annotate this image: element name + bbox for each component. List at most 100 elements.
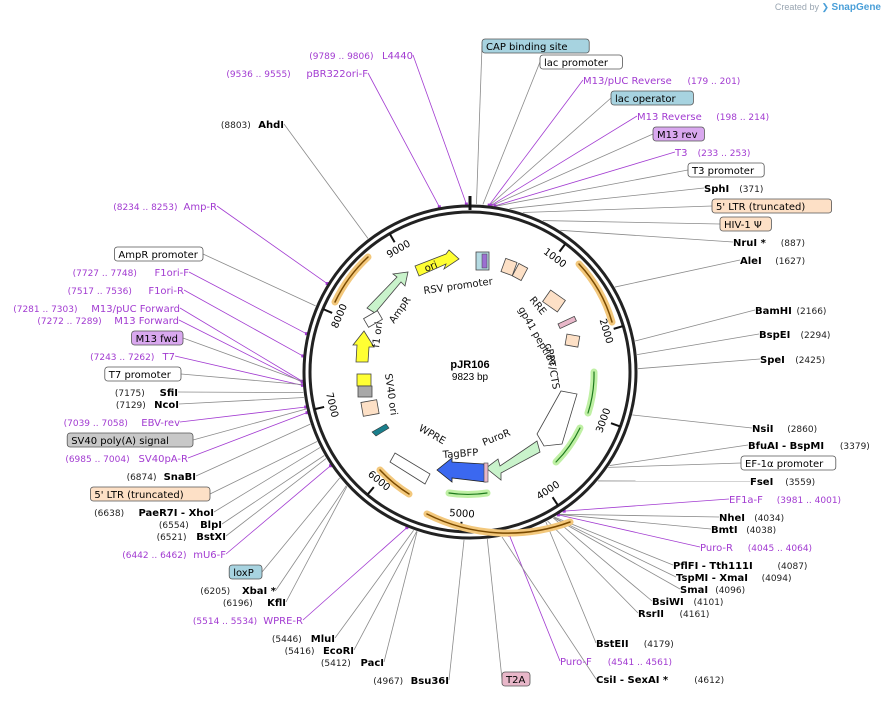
label-snabi-left[interactable]: SnaBI(6874)	[127, 472, 196, 483]
inner-label-cppt: cPPT/CTS	[542, 343, 561, 391]
feature-rre	[542, 289, 566, 313]
label-ncoi-left[interactable]: NcoI(7129)	[116, 400, 179, 411]
coord-amp-r-left: (8234 .. 8253)	[113, 203, 177, 213]
label-lac-promoter-right[interactable]: lac promoter	[539, 54, 623, 70]
name-sphi-right: SphI	[704, 184, 729, 195]
label-5-ltr-truncated-left[interactable]: 5' LTR (truncated)	[90, 486, 211, 502]
tick-label-1000: 1000	[541, 246, 568, 270]
label-spei-right[interactable]: SpeI(2425)	[760, 355, 825, 366]
label-paer7i-xhoi-left[interactable]: PaeR7I - XhoI (6638)	[94, 508, 214, 519]
label-bsu36i-left[interactable]: Bsu36I (4967)	[373, 676, 449, 687]
label-nsii-right[interactable]: NsiI(2860)	[752, 424, 817, 435]
name-m13-puc-forward-left: M13/pUC Forward	[91, 304, 180, 315]
label-pbr322ori-f-left[interactable]: pBR322ori-F(9536 .. 9555)	[226, 69, 368, 80]
label-t3-right[interactable]: T3(233 .. 253)	[674, 148, 750, 159]
label-m13-puc-forward-left[interactable]: M13/pUC Forward(7281 .. 7303)	[13, 304, 180, 315]
feature-ef1a-promoter	[536, 390, 578, 447]
leader-t2a-right	[486, 539, 503, 680]
label-m13-reverse-right[interactable]: M13 Reverse(198 .. 214)	[637, 112, 769, 123]
leader-paci-left	[383, 531, 418, 663]
label-mlui-left[interactable]: MluI(5446)	[272, 634, 335, 645]
label-ef-1-promoter-right[interactable]: EF-1α promoter	[740, 455, 837, 471]
label-kfli-left[interactable]: KflI(6196)	[223, 598, 286, 609]
label-l4440-left[interactable]: L4440(9789 .. 9806)	[309, 51, 413, 62]
leader-ahdi-left	[283, 123, 369, 239]
label-tspmi-xmai-right[interactable]: TspMI - XmaI(4094)	[676, 573, 792, 584]
coord-blpi-left: (6554)	[159, 521, 189, 531]
label-sphi-right[interactable]: SphI(371)	[704, 184, 763, 195]
label-bsteii-right[interactable]: BstEII(4179)	[596, 639, 674, 650]
label-t3-promoter-right[interactable]: T3 promoter	[687, 162, 765, 178]
label-alei-right[interactable]: AleI(1627)	[740, 256, 805, 267]
label-csii-sexai-right[interactable]: CsiI - SexAI *(4612)	[596, 675, 724, 686]
label-5-ltr-truncated-right[interactable]: 5' LTR (truncated)	[711, 198, 832, 214]
label-blpi-left[interactable]: BlpI(6554)	[159, 520, 222, 531]
name-nhei-right: NheI	[719, 513, 745, 524]
leader-tspmi-xmai-right	[553, 517, 677, 578]
label-pflfi-tth111i-right[interactable]: PflFI - Tth111I(4087)	[673, 561, 807, 572]
label-ahdi-left[interactable]: AhdI(8803)	[221, 120, 284, 131]
label-m13-fwd-left[interactable]: M13 fwd	[131, 330, 184, 346]
label-ef1a-f-right[interactable]: EF1a-F(3981 .. 4001)	[729, 495, 841, 506]
name-bsiwi-right: BsiWI	[652, 597, 684, 608]
label-bmti-right[interactable]: BmtI(4038)	[711, 525, 776, 536]
name-bsu36i-left: Bsu36I	[411, 676, 449, 687]
coord-sfii-left: (7175)	[115, 389, 145, 399]
label-m13-puc-reverse-right[interactable]: M13/pUC Reverse(179 .. 201)	[583, 76, 740, 87]
label-bspei-right[interactable]: BspEI(2294)	[759, 330, 830, 341]
label-lac-operator-right[interactable]: lac operator	[610, 90, 694, 106]
label-f1ori-r-left[interactable]: F1ori-R(7517 .. 7536)	[68, 286, 184, 297]
label-bsiwi-right[interactable]: BsiWI(4101)	[652, 597, 723, 608]
label-fsei-right[interactable]: FseI(3559)	[750, 477, 815, 488]
label-paci-left[interactable]: PacI(5412)	[321, 658, 384, 669]
label-amp-r-left[interactable]: Amp-R(8234 .. 8253)	[113, 202, 217, 213]
label-puro-f-right[interactable]: Puro-F(4541 .. 4561)	[560, 657, 672, 668]
label-t7-left[interactable]: T7(7243 .. 7262)	[90, 352, 175, 363]
label-sv40pa-r-left[interactable]: SV40pA-R(6985 .. 7004)	[65, 454, 188, 465]
label-mu6-f-left[interactable]: mU6-F(6442 .. 6462)	[122, 550, 226, 561]
coord-spei-right: (2425)	[795, 356, 825, 366]
label-t2a-right[interactable]: T2A	[501, 671, 531, 687]
label-f1ori-f-left[interactable]: F1ori-F(7727 .. 7748)	[73, 268, 190, 279]
label-bamhi-right[interactable]: BamHI(2166)	[755, 306, 826, 317]
name-paer7i-xhoi-left: PaeR7I - XhoI	[138, 508, 214, 519]
name-ebv-rev-left: EBV-rev	[141, 418, 180, 429]
snapgene-logo-icon: ❯	[821, 2, 830, 12]
label-ebv-rev-left[interactable]: EBV-rev(7039 .. 7058)	[64, 418, 180, 429]
label-sv40-poly-a-signal-left[interactable]: SV40 poly(A) signal	[66, 432, 194, 448]
label-hiv-1-right[interactable]: HIV-1 Ψ	[719, 216, 772, 232]
name-f1ori-r-left: F1ori-R	[148, 286, 184, 297]
label-wpre-r-left[interactable]: WPRE-R(5514 .. 5534)	[193, 616, 303, 627]
leader-pbr322ori-f-left	[367, 72, 440, 208]
label-sfii-left[interactable]: SfiI(7175)	[115, 388, 178, 399]
label-nhei-right[interactable]: NheI(4034)	[719, 513, 784, 524]
label-ampr-promoter-left[interactable]: AmpR promoter	[114, 246, 204, 262]
label-rsrii-right[interactable]: RsrII(4161)	[638, 609, 709, 620]
primer-mark-m13-forward-left	[300, 380, 304, 384]
feature-ampr-promoter	[363, 310, 383, 328]
label-m13-rev-right[interactable]: M13 rev	[652, 126, 705, 142]
label-cap-binding-site-right[interactable]: CAP binding site	[481, 38, 590, 54]
label-bstxi-left[interactable]: BstXI(6521)	[157, 532, 226, 543]
label-ecori-left[interactable]: EcoRI(5416)	[285, 646, 354, 657]
box-text-cap-binding-site-right: CAP binding site	[486, 42, 568, 53]
label-m13-forward-left[interactable]: M13 Forward(7272 .. 7289)	[37, 316, 179, 327]
leader-lac-operator-right	[489, 97, 612, 206]
coord-paer7i-xhoi-left: (6638)	[94, 509, 124, 519]
label-xbai-left[interactable]: XbaI *(6205)	[200, 586, 276, 597]
label-bfuai-bspmi-right[interactable]: BfuAI - BspMI(3379)	[748, 441, 870, 452]
leader-sv40pa-r-left	[187, 412, 308, 459]
coord-f1ori-f-left: (7727 .. 7748)	[73, 269, 137, 279]
leader-blpi-left	[221, 455, 325, 525]
leader-nsii-right	[632, 414, 753, 429]
coord-bsu36i-left: (4967)	[373, 677, 403, 687]
label-puro-r-right[interactable]: Puro-R(4045 .. 4064)	[700, 543, 812, 554]
primer-mark-pbr322ori-f-left	[437, 205, 441, 209]
leader-lines	[174, 45, 761, 681]
name-ncoi-left: NcoI	[154, 400, 179, 411]
label-t7-promoter-left[interactable]: T7 promoter	[104, 366, 182, 382]
name-rsrii-right: RsrII	[638, 609, 664, 620]
label-smai-right[interactable]: SmaI(4096)	[680, 585, 745, 596]
label-nrui-right[interactable]: NruI *(887)	[733, 238, 805, 249]
label-loxp-left[interactable]: loxP	[228, 564, 263, 580]
